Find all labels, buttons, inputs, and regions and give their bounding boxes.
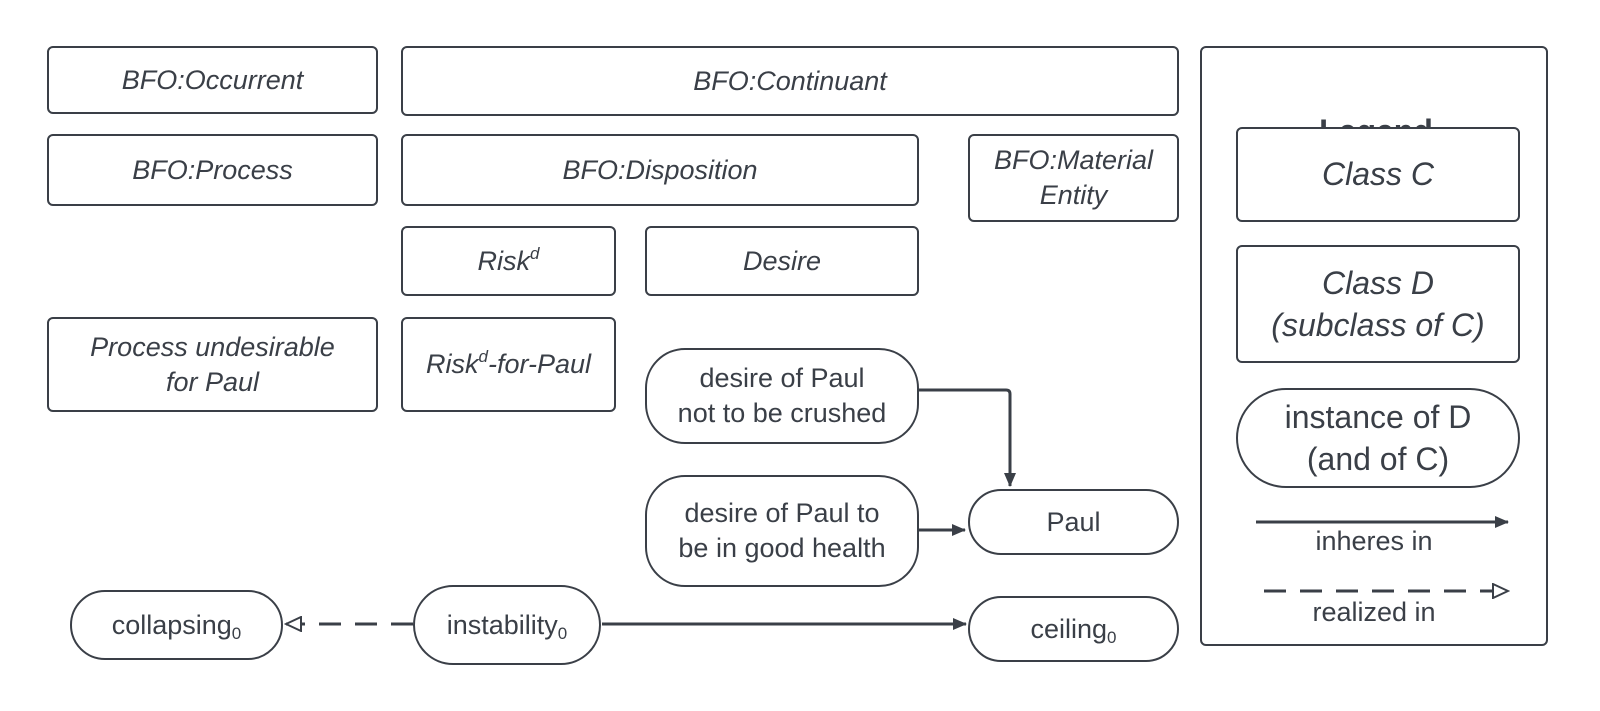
class-bfo-occurrent: BFO:Occurrent <box>47 46 378 114</box>
class-bfo-disposition-label: BFO:Disposition <box>562 154 758 185</box>
class-bfo-continuant: BFO:Continuant <box>401 46 1179 116</box>
instance-ceiling-label: ceiling0 <box>1030 612 1116 647</box>
class-bfo-continuant-label: BFO:Continuant <box>693 65 887 96</box>
instance-desire-not-crushed-line2: not to be crushed <box>677 398 887 428</box>
class-risk-d-superscript: d <box>530 243 540 263</box>
legend-class-d: Class D (subclass of C) <box>1236 245 1520 363</box>
instance-collapsing-base: collapsing <box>111 609 232 640</box>
instance-paul: Paul <box>968 489 1179 555</box>
class-risk-d: Riskd <box>401 226 616 296</box>
class-bfo-process-label: BFO:Process <box>132 154 293 185</box>
class-process-undesirable-for-paul: Process undesirable for Paul <box>47 317 378 412</box>
legend-realized-in-label: realized in <box>1312 597 1436 627</box>
instance-desire-not-to-be-crushed: desire of Paul not to be crushed <box>645 348 919 444</box>
instance-desire-health-line1: desire of Paul to <box>684 498 880 528</box>
instance-collapsing-subscript: 0 <box>231 623 242 643</box>
legend-instance-line2: (and of C) <box>1306 441 1450 477</box>
instance-instability-base: instability <box>446 609 558 640</box>
legend-instance: instance of D (and of C) <box>1236 388 1520 488</box>
inheres-in-edge-desire-not-crushed-to-paul <box>918 388 1016 487</box>
legend-inheres-in-label: inheres in <box>1315 526 1433 556</box>
class-process-undesirable-label-line1: Process undesirable <box>90 331 335 362</box>
instance-desire-health-line2: be in good health <box>678 533 886 563</box>
instance-instability: instability0 <box>413 585 601 665</box>
instance-collapsing-label: collapsing0 <box>112 608 242 643</box>
instance-desire-not-crushed-line1: desire of Paul <box>699 363 865 393</box>
class-bfo-disposition: BFO:Disposition <box>401 134 919 206</box>
instance-ceiling-base: ceiling <box>1030 613 1108 644</box>
instance-ceiling-subscript: 0 <box>1107 627 1117 647</box>
class-bfo-process: BFO:Process <box>47 134 378 206</box>
instance-ceiling: ceiling0 <box>968 596 1179 662</box>
class-risk-d-for-paul-base: Risk <box>425 349 479 379</box>
class-process-undesirable-label-line2: for Paul <box>165 366 260 397</box>
instance-instability-subscript: 0 <box>557 623 568 643</box>
class-bfo-material-entity-label-line1: BFO:Material <box>993 145 1154 175</box>
class-bfo-material-entity: BFO:Material Entity <box>968 134 1179 222</box>
class-risk-d-for-paul-label: Riskd-for-Paul <box>426 347 591 382</box>
instance-collapsing: collapsing0 <box>70 590 283 660</box>
legend-class-d-line1: Class D <box>1321 265 1434 301</box>
legend-class-c: Class C <box>1236 127 1520 222</box>
class-bfo-occurrent-label: BFO:Occurrent <box>121 64 304 95</box>
legend-instance-line1: instance of D <box>1284 399 1472 435</box>
class-risk-d-base: Risk <box>477 245 531 276</box>
class-risk-d-for-paul-suffix: -for-Paul <box>487 349 591 379</box>
class-risk-d-for-paul-superscript: d <box>478 347 488 366</box>
class-risk-d-for-paul: Riskd-for-Paul <box>401 317 616 412</box>
class-bfo-material-entity-label-line2: Entity <box>1039 180 1108 210</box>
legend-class-c-label: Class C <box>1321 156 1434 192</box>
class-desire-label: Desire <box>742 245 822 276</box>
legend-class-d-line2: (subclass of C) <box>1271 307 1485 343</box>
instance-paul-label: Paul <box>1046 506 1101 537</box>
class-desire: Desire <box>645 226 919 296</box>
instance-instability-label: instability0 <box>447 608 568 643</box>
class-risk-d-label: Riskd <box>478 244 540 279</box>
instance-desire-good-health: desire of Paul to be in good health <box>645 475 919 587</box>
